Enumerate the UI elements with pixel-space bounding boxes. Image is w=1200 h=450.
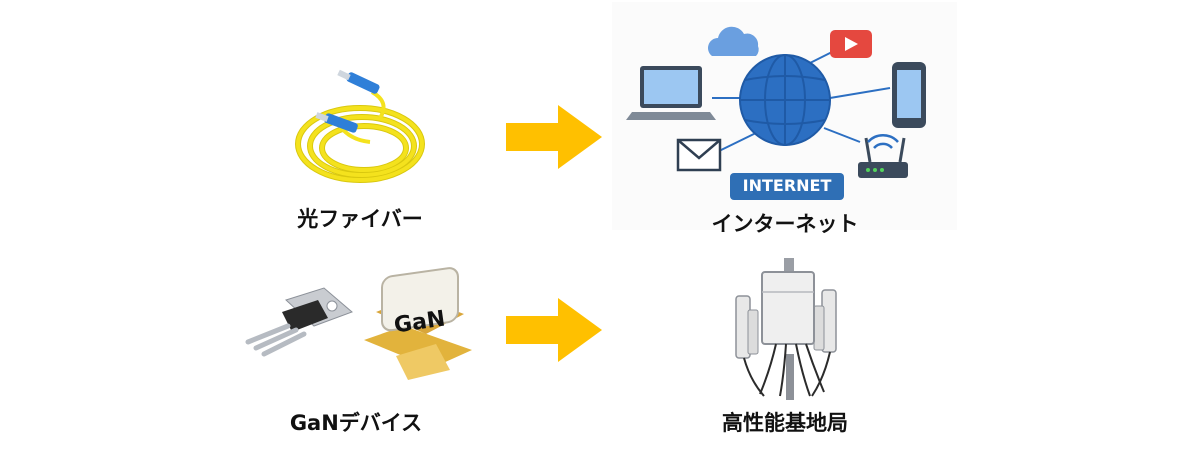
fiber-label: 光ファイバー	[297, 207, 423, 231]
fiber-optic-cable-icon	[295, 69, 425, 183]
base-station-label: 高性能基地局	[722, 411, 848, 435]
internet-globe-network-icon	[626, 26, 926, 200]
internet-badge: INTERNET	[742, 176, 832, 195]
gan-label: GaNデバイス	[289, 411, 423, 435]
arrow-right-icon	[506, 298, 602, 362]
arrow-right-icon	[506, 105, 602, 169]
gan-device-icon	[245, 267, 472, 380]
internet-label: インターネット	[711, 212, 859, 236]
base-station-icon	[735, 258, 837, 400]
